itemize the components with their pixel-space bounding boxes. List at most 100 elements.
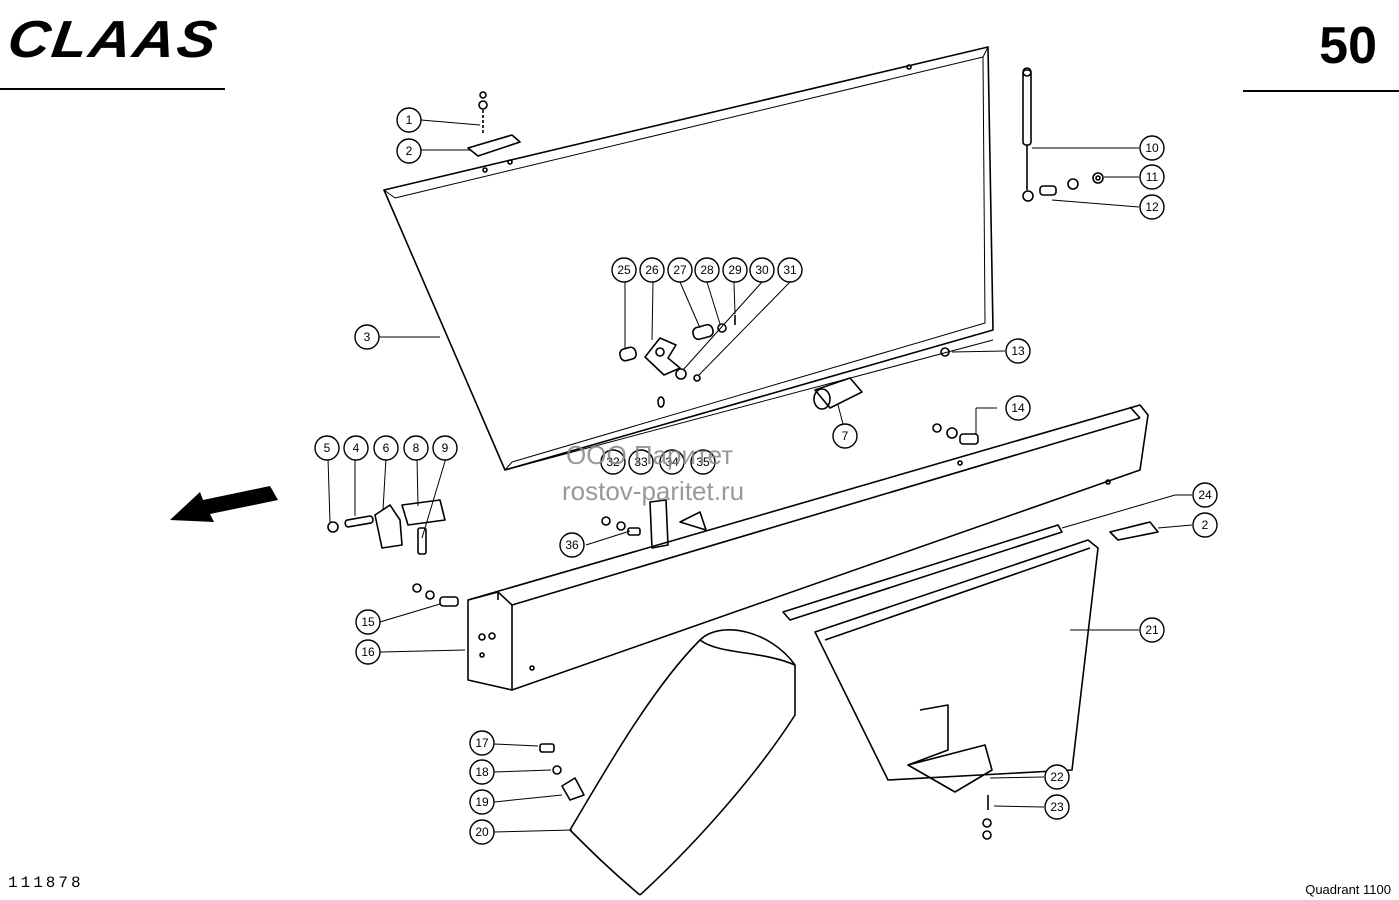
callout-label: 15 — [361, 615, 375, 629]
callout-label: 8 — [413, 441, 420, 455]
side-panel — [782, 521, 1159, 840]
callout-label: 5 — [324, 441, 331, 455]
side-hinge — [327, 499, 446, 555]
callout-label: 13 — [1011, 344, 1025, 358]
callout-label: 20 — [475, 825, 489, 839]
callout-19 — [469, 789, 495, 815]
callout-label: 24 — [1198, 488, 1212, 502]
beam-fasteners — [932, 423, 979, 445]
callout-34 — [659, 449, 685, 475]
callout-4 — [343, 435, 369, 461]
callout-labels: 1 2 3 4 5 6 7 8 9 10 11 12 13 14 15 16 1… — [324, 113, 1212, 839]
callout-label: 28 — [700, 263, 714, 277]
callout-22 — [1044, 764, 1070, 790]
callout-label: 30 — [755, 263, 769, 277]
header-rule-right — [1243, 90, 1399, 92]
strut-fasteners — [1039, 172, 1104, 196]
callout-29 — [722, 257, 748, 283]
callout-3 — [354, 324, 380, 350]
callout-label: 35 — [696, 455, 710, 469]
callout-31 — [777, 257, 803, 283]
callout-label: 29 — [728, 263, 742, 277]
callout-18 — [469, 759, 495, 785]
callout-10 — [1139, 135, 1165, 161]
latch-cylinder — [813, 347, 950, 410]
callout-6 — [373, 435, 399, 461]
callout-20 — [469, 819, 495, 845]
center-bracket — [601, 499, 707, 549]
callout-25 — [611, 257, 637, 283]
callout-label: 22 — [1050, 770, 1064, 784]
callout-label: 11 — [1146, 170, 1159, 184]
callout-label: 25 — [617, 263, 631, 277]
callout-32 — [600, 449, 626, 475]
callout-label: 17 — [475, 736, 489, 750]
callout-16 — [355, 639, 381, 665]
callout-33 — [628, 449, 654, 475]
leader-lines — [327, 119, 1193, 833]
callout-label: 33 — [634, 455, 648, 469]
gas-strut — [1022, 67, 1034, 202]
callout-label: 16 — [361, 645, 375, 659]
callout-14 — [1005, 395, 1031, 421]
callout-label: 26 — [645, 263, 659, 277]
direction-arrow — [170, 486, 278, 522]
drawing-number: 111878 — [8, 874, 84, 892]
callout-2a — [396, 138, 422, 164]
callout-5 — [314, 435, 340, 461]
callout-27 — [667, 257, 693, 283]
callout-label: 9 — [442, 441, 449, 455]
callout-label: 10 — [1145, 141, 1159, 155]
callout-label: 12 — [1145, 200, 1159, 214]
callout-24 — [1192, 482, 1218, 508]
watermark-url: rostov-paritet.ru — [562, 476, 745, 506]
callout-label: 3 — [364, 330, 371, 344]
callout-36 — [559, 532, 585, 558]
callout-28 — [694, 257, 720, 283]
panel-upper — [383, 46, 994, 471]
callout-35 — [690, 449, 716, 475]
shield-fasteners — [539, 743, 585, 801]
callout-label: 1 — [406, 113, 413, 127]
callout-11 — [1139, 164, 1165, 190]
callout-label: 2 — [1202, 518, 1209, 532]
callout-label: 23 — [1050, 800, 1064, 814]
callout-label: 34 — [665, 455, 679, 469]
callout-label: 31 — [783, 263, 797, 277]
page-number: 50 — [1319, 17, 1377, 75]
callout-label: 2 — [406, 144, 413, 158]
callout-26 — [639, 257, 665, 283]
watermark-company: ООО Паритет — [566, 440, 734, 470]
callout-label: 18 — [475, 765, 489, 779]
top-hinge — [467, 91, 521, 157]
model-name: Quadrant 1100 — [1305, 882, 1391, 897]
callout-13 — [1005, 338, 1031, 364]
lock-mechanism — [619, 315, 736, 408]
callout-label: 4 — [353, 441, 360, 455]
callout-9 — [432, 435, 458, 461]
callout-1 — [396, 107, 422, 133]
callout-7 — [832, 423, 858, 449]
callout-label: 27 — [673, 263, 687, 277]
callout-12 — [1139, 194, 1165, 220]
header-rule-left — [0, 88, 225, 90]
long-beam — [467, 404, 1149, 691]
callout-23 — [1044, 794, 1070, 820]
callout-label: 7 — [842, 429, 849, 443]
callout-21 — [1139, 617, 1165, 643]
curved-shield — [569, 629, 796, 896]
callout-8 — [403, 435, 429, 461]
callout-2b — [1192, 512, 1218, 538]
callout-circles — [314, 107, 1218, 845]
callout-label: 14 — [1011, 401, 1025, 415]
callout-label: 21 — [1145, 623, 1159, 637]
callout-label: 32 — [606, 455, 620, 469]
callout-label: 19 — [475, 795, 489, 809]
callout-30 — [749, 257, 775, 283]
front-fasteners — [412, 583, 459, 607]
callout-17 — [469, 730, 495, 756]
callout-label: 36 — [565, 538, 579, 552]
callout-label: 6 — [383, 441, 390, 455]
